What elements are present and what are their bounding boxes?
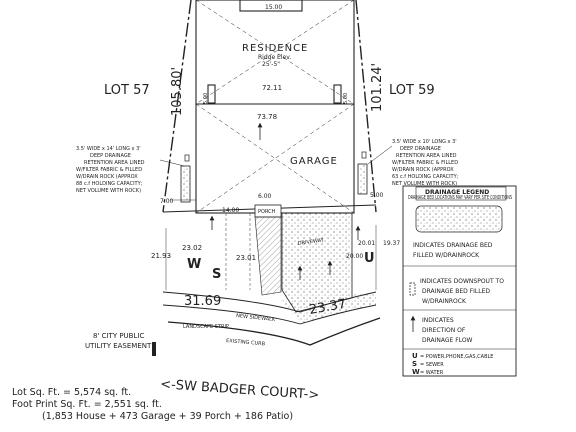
property-lines (162, 0, 377, 213)
svg-text:NET VOLUME WITH ROCK): NET VOLUME WITH ROCK) (392, 181, 457, 187)
dim-500-right: 5.00 (370, 192, 384, 199)
footprint-sqft: Foot Print Sq. Ft. = 2,551 sq. ft. (12, 399, 162, 410)
svg-text:DIRECTION OF: DIRECTION OF (422, 327, 466, 334)
dim-600: 6.00 (258, 193, 272, 200)
legend-bed-swatch (415, 205, 503, 233)
svg-text:88 c.f HOLDING CAPACITY;: 88 c.f HOLDING CAPACITY; (76, 181, 143, 187)
sidewalk-label: NEW SIDEWALK (236, 313, 276, 323)
lo-top-dim: 15.00 (265, 4, 282, 11)
legend-title: DRAINAGE LEGEND (425, 189, 489, 196)
dim-right-lot: 101.24' (370, 63, 385, 112)
drain-note-right-leader (367, 145, 393, 165)
svg-text:FILLED W/DRAINROCK: FILLED W/DRAINROCK (413, 252, 480, 259)
drainage-flow-arrows (209, 122, 361, 280)
garage-label: GARAGE (290, 156, 338, 167)
svg-text:NET VOLUME WITH ROCK): NET VOLUME WITH ROCK) (76, 188, 141, 194)
svg-text:DEEP DRAINAGE: DEEP DRAINAGE (90, 153, 131, 159)
legend-note: DRAINAGE BED LOCATIONS MAY VARY PER SITE… (408, 195, 512, 201)
easement-marker (152, 342, 156, 356)
svg-text:W/DRAIN ROCK (APPROX: W/DRAIN ROCK (APPROX (76, 174, 138, 180)
dim-2000: 20.00 (346, 253, 363, 260)
svg-text:INDICATES DRAINAGE BED: INDICATES DRAINAGE BED (413, 242, 493, 249)
dim-frontage-left: 31.69 (184, 294, 221, 309)
house-footprint (195, 0, 355, 214)
porch-label: PORCH (258, 209, 276, 215)
drainage-bed-right (357, 163, 368, 195)
svg-text:RETENTION AREA LINED: RETENTION AREA LINED (396, 153, 457, 159)
residence-title: RESIDENCE (242, 43, 308, 54)
easement-line-2: UTILITY EASEMENT (85, 342, 152, 350)
svg-text:63 c.f HOLDING CAPACITY;: 63 c.f HOLDING CAPACITY; (392, 174, 459, 180)
svg-text:3.5' WIDE x 14' LONG x 3': 3.5' WIDE x 14' LONG x 3' (76, 146, 141, 152)
legend-u-sym: U (412, 352, 418, 360)
lot-sqft: Lot Sq. Ft. = 5,574 sq. ft. (12, 387, 132, 398)
drainage-bed-left (180, 165, 191, 203)
svg-text:INDICATES: INDICATES (422, 317, 454, 324)
dim-2301: 23.01 (236, 254, 256, 262)
dim-2193: 21.93 (151, 252, 171, 260)
footprint-breakdown: (1,853 House + 473 Garage + 39 Porch + 1… (42, 411, 294, 422)
dim-73: 73.78 (257, 113, 277, 121)
utility-water-marker: W (187, 257, 201, 272)
dim-1937: 19.37 (383, 240, 400, 247)
svg-text:DRAINAGE BED FILLED: DRAINAGE BED FILLED (422, 288, 490, 295)
drainage-legend: DRAINAGE LEGEND DRAINAGE BED LOCATIONS M… (402, 185, 517, 377)
walkway (254, 216, 282, 296)
dim-2302: 23.02 (182, 244, 202, 252)
dim-left-lot: 105.80' (170, 67, 185, 116)
drain-note-left: 3.5' WIDE x 14' LONG x 3' DEEP DRAINAGE … (76, 146, 145, 194)
svg-text:RETENTION AREA LINED: RETENTION AREA LINED (84, 160, 145, 166)
utility-sewer-marker: S (212, 267, 221, 282)
drain-note-left-leader (159, 159, 185, 167)
residence-elev-value: 25'-5" (262, 61, 280, 68)
svg-text:DEEP DRAINAGE: DEEP DRAINAGE (400, 146, 441, 152)
svg-text:= POWER,PHONE,GAS,CABLE: = POWER,PHONE,GAS,CABLE (420, 354, 493, 360)
landscape-strip-label: LANDSCAPE STRIP (183, 324, 229, 330)
svg-text:W/FILTER FABRIC & FILLED: W/FILTER FABRIC & FILLED (76, 167, 142, 173)
svg-text:= SEWER: = SEWER (420, 362, 444, 368)
svg-text:INDICATES DOWNSPOUT TO: INDICATES DOWNSPOUT TO (420, 278, 504, 285)
downspout-left (184, 154, 190, 162)
dim-frontage-right: 23.37 (308, 297, 347, 318)
lot-left-label: LOT 57 (104, 83, 150, 98)
dim-1400: 14.00 (222, 207, 239, 214)
utility-power-marker: U (364, 251, 375, 266)
svg-text:W/DRAINROCK: W/DRAINROCK (422, 298, 467, 305)
svg-text:W/FILTER FABRIC & FILLED: W/FILTER FABRIC & FILLED (392, 160, 458, 166)
frontage-stipple (282, 292, 376, 324)
svg-text:3.5' WIDE x 10' LONG x 3': 3.5' WIDE x 10' LONG x 3' (392, 139, 457, 145)
dim-2001: 20.01 (358, 240, 375, 247)
driveway-label: DRIVEWAY (297, 237, 325, 247)
dim-700: 7.00 (160, 198, 174, 205)
svg-text:DRAINAGE FLOW: DRAINAGE FLOW (422, 337, 473, 344)
dim-72: 72.11 (262, 84, 282, 92)
legend-s-sym: S (412, 360, 417, 368)
existing-curb-label: EXISTING CURB (226, 338, 266, 347)
legend-w-sym: W (412, 368, 420, 376)
drain-note-right: 3.5' WIDE x 10' LONG x 3' DEEP DRAINAGE … (392, 139, 459, 187)
lot-right-label: LOT 59 (389, 83, 435, 98)
downspout-right (361, 151, 367, 159)
easement-line-1: 8' CITY PUBLIC (93, 332, 144, 340)
utility-markers: W S U (187, 251, 375, 282)
svg-text:= WATER: = WATER (420, 370, 444, 376)
legend-downspout-symbol (409, 282, 416, 296)
dim-left-side: 5.00 (203, 93, 209, 104)
lot-statistics: Lot Sq. Ft. = 5,574 sq. ft. Foot Print S… (12, 387, 293, 423)
residence-elev: Ridge Elev. (258, 54, 291, 61)
svg-text:W/DRAIN ROCK (APPROX: W/DRAIN ROCK (APPROX (392, 167, 454, 173)
dim-right-side: 5.00 (343, 93, 349, 104)
